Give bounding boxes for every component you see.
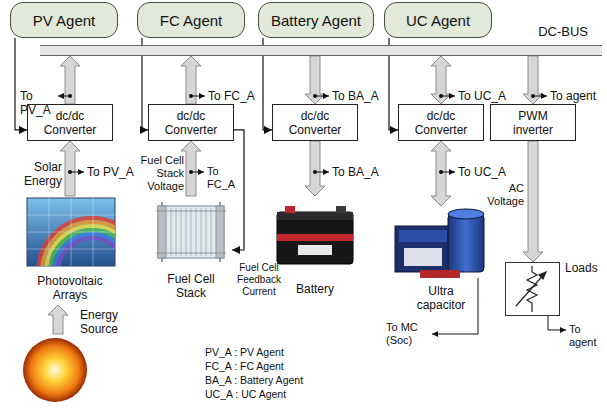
legend-note: PV_A : PV Agent	[205, 346, 284, 359]
signal-tap-label: To UC_A	[458, 165, 506, 179]
node-text: Fuel Cell Stack	[155, 272, 227, 300]
power-flow-arrow	[60, 141, 80, 196]
node-text: Ultra capacitor	[405, 284, 477, 312]
node-text: FC Agent	[160, 12, 223, 29]
fuel-cell-figure	[156, 202, 226, 262]
node-text: Loads	[565, 261, 598, 275]
dc-bus-bar: DC-BUS	[40, 45, 602, 56]
converter-box: dc/dc Converter	[398, 104, 484, 141]
node-text: DC-BUS	[538, 24, 588, 39]
power-flow-arrow	[431, 56, 451, 104]
node-text: Battery Agent	[271, 12, 361, 29]
device-figure: Ultra capacitor	[391, 206, 491, 312]
converter-box: dc/dc Converter	[148, 104, 234, 141]
node-text: dc/dc Converter	[159, 109, 223, 137]
edge-label: Fuel Cell Stack Voltage	[134, 154, 184, 193]
variable-resistor-symbol	[516, 266, 546, 312]
power-flow-arrow	[431, 141, 451, 206]
power-flow-arrow	[305, 56, 325, 104]
converter-box: PWM inverter	[490, 104, 576, 141]
signal-tap-label: To MC (Soc)	[386, 321, 430, 347]
power-flow-arrow	[60, 56, 80, 104]
edge-label: Fuel Cell Feedback Current	[236, 262, 282, 298]
signal-tap-label: To BA_A	[332, 89, 379, 103]
device-figure: Battery	[275, 196, 355, 296]
signal-tap-label: To agent	[569, 323, 603, 349]
device-figure: Photovoltaic Arrays	[22, 196, 118, 302]
agent-box: FC Agent	[137, 2, 245, 38]
sun-figure	[23, 338, 87, 402]
signal-tap-label: To FC_A	[207, 165, 239, 191]
power-flow-arrow	[523, 141, 543, 262]
power-flow-arrow	[305, 141, 325, 196]
power-flow-arrow	[523, 56, 543, 104]
signal-tap-label: To FC_A	[208, 89, 255, 103]
signal-tap-label: To agent	[550, 89, 596, 103]
pv-panel-figure	[27, 198, 146, 326]
signal-tap-label: To UC_A	[458, 89, 506, 103]
signal-tap-label: To PV_A	[20, 89, 56, 117]
signal-tap-label: To BA_A	[332, 165, 379, 179]
device-figure: Fuel Cell Stack	[150, 196, 232, 300]
signal-tap-label: To PV_A	[87, 165, 134, 179]
legend-note: UC_A : UC Agent	[205, 388, 286, 401]
legend-note: BA_A : Battery Agent	[205, 374, 303, 387]
edge-label: AC Voltage	[484, 182, 524, 208]
node-text: dc/dc Converter	[409, 109, 473, 137]
node-text: Photovoltaic Arrays	[34, 274, 106, 302]
agent-box: PV Agent	[10, 2, 118, 38]
node-text: Battery	[296, 282, 334, 296]
edge-label: Solar Energy	[18, 160, 62, 188]
ultracapacitor-figure	[395, 209, 484, 278]
node-text: dc/dc Converter	[283, 109, 347, 137]
agent-box: UC Agent	[384, 2, 492, 38]
node-text: UC Agent	[406, 12, 470, 29]
node-text: PV Agent	[33, 12, 96, 29]
load-box: Loads	[505, 262, 560, 316]
energy-label: Energy Source	[80, 308, 126, 336]
power-flow-arrow	[181, 141, 201, 196]
converter-box: dc/dc Converter	[272, 104, 358, 141]
tap-dots	[68, 94, 535, 174]
node-text: PWM inverter	[501, 109, 565, 137]
legend-note: FC_A : FC Agent	[205, 360, 284, 373]
energy-arrow	[48, 305, 68, 334]
battery-figure	[277, 206, 353, 264]
power-flow-arrow	[181, 56, 201, 104]
agent-box: Battery Agent	[258, 2, 374, 38]
